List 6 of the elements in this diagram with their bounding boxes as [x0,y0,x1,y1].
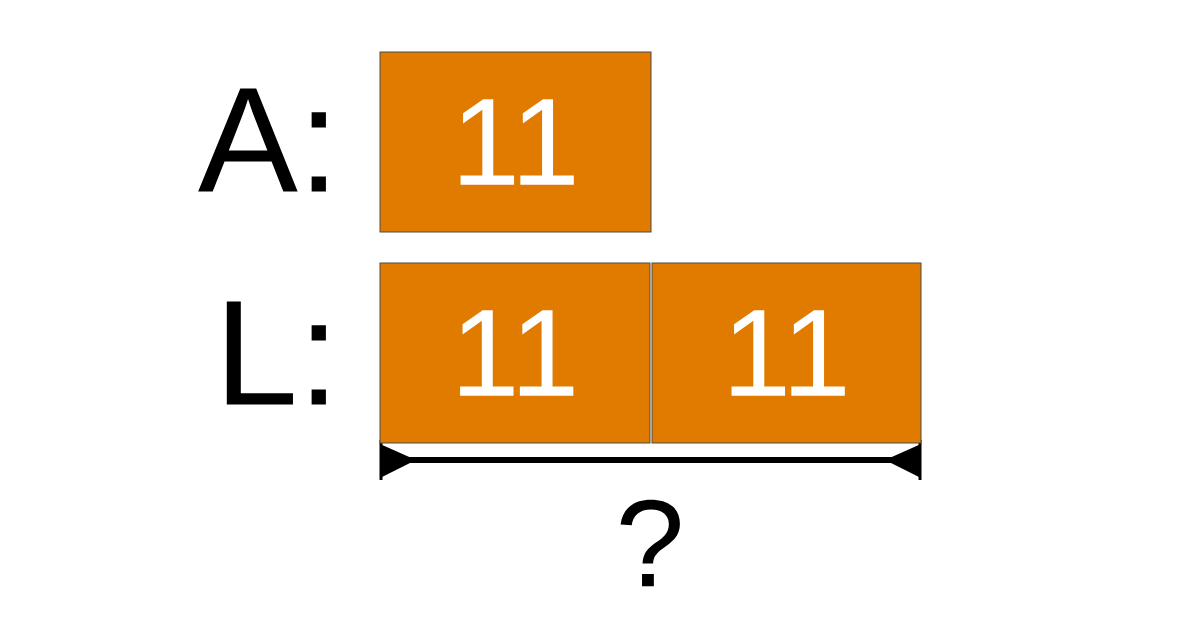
number-box: 11 [379,51,652,233]
row-label: A: [198,88,326,192]
row-label: ? [620,499,680,587]
row-label: L: [226,301,326,405]
number-box: 11 [379,262,651,444]
number-box: 11 [651,262,922,444]
